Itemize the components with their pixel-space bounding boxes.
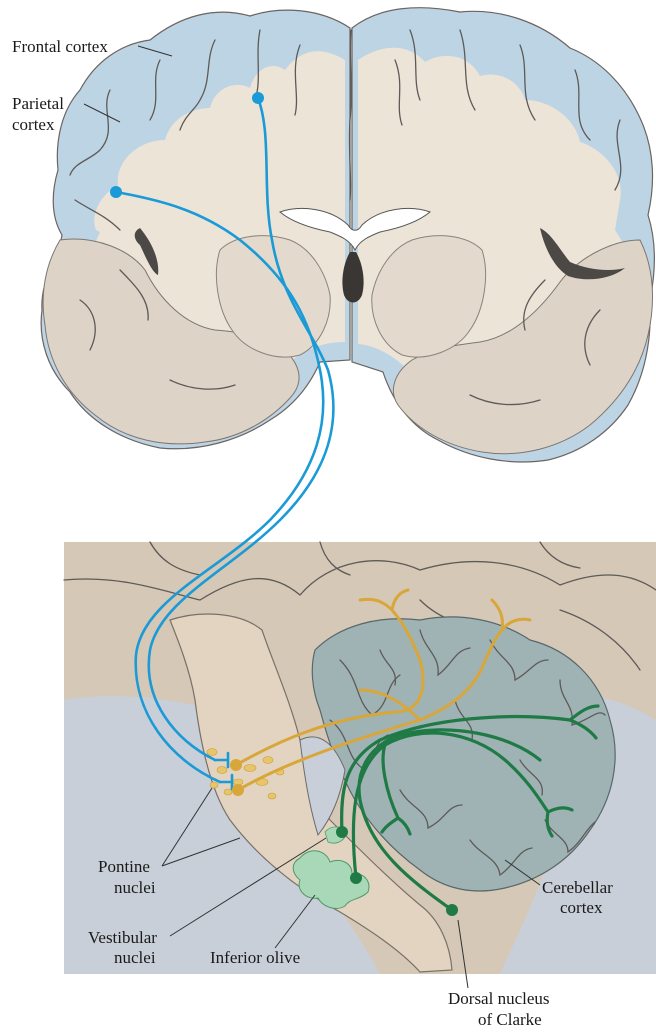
pontine-cell-2: [232, 784, 244, 796]
label-dorsal-1: Dorsal nucleus: [448, 989, 550, 1008]
pontine-cell-1: [230, 759, 242, 771]
label-parietal-1: Parietal: [12, 94, 64, 113]
label-dorsal-2: of Clarke: [478, 1010, 542, 1029]
label-pontine-2: nuclei: [114, 878, 156, 897]
label-cerebellar-1: Cerebellar: [542, 878, 613, 897]
label-parietal-2: cortex: [12, 115, 55, 134]
clarke-cell: [446, 904, 458, 916]
label-frontal-cortex: Frontal cortex: [12, 37, 108, 56]
parietal-cell-body: [110, 186, 122, 198]
label-vestibular-2: nuclei: [114, 948, 156, 967]
label-vestibular-1: Vestibular: [88, 928, 157, 947]
vestibular-cell: [336, 826, 348, 838]
frontal-cell-body: [252, 92, 264, 104]
coronal-brain-section: [41, 8, 654, 462]
label-cerebellar-2: cortex: [560, 898, 603, 917]
label-pontine-1: Pontine: [98, 857, 150, 876]
label-inferior-olive: Inferior olive: [210, 948, 300, 967]
olive-cell: [350, 872, 362, 884]
